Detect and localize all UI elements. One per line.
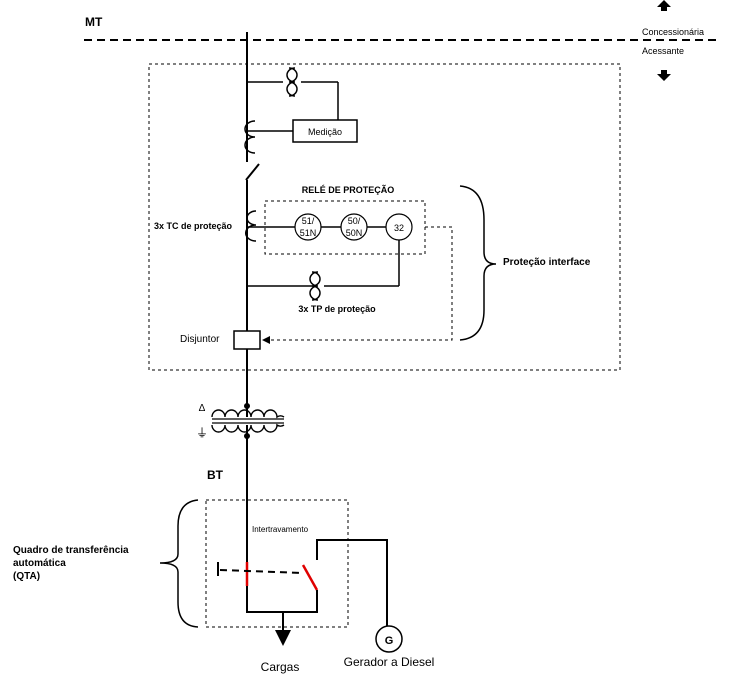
protecao-interface-label: Proteção interface	[503, 257, 591, 268]
concessionaria-label: Concessionária	[642, 27, 704, 37]
tc-label: 3x TC de proteção	[154, 221, 233, 231]
rele-title: RELÉ DE PROTEÇÃO	[302, 185, 395, 195]
gerador-label: Gerador a Diesel	[344, 655, 435, 669]
relay-51	[294, 213, 322, 241]
disconnect-switch	[245, 163, 260, 181]
tp-medicao-coil-left	[286, 67, 296, 97]
transformer-secondary-winding	[211, 423, 285, 433]
relay-50	[340, 213, 368, 241]
interlock-link	[219, 569, 304, 574]
disjuntor-box	[233, 330, 261, 350]
up-arrow-icon	[657, 0, 671, 11]
relay-32-label: 32	[394, 223, 404, 233]
qta-enclosure	[205, 499, 349, 628]
relay-50-line2: 50N	[346, 228, 363, 238]
trip-signal-line	[262, 226, 453, 344]
acessante-label: Acessante	[642, 46, 684, 56]
star-ground-symbol: ⏚	[196, 426, 208, 440]
generator-feed	[316, 539, 388, 626]
protecao-interface-brace	[459, 185, 497, 341]
qta-label-line3: (QTA)	[13, 571, 40, 582]
tp-protecao-coil-left	[309, 271, 319, 301]
delta-symbol: Δ	[199, 403, 206, 414]
intertravamento-label: Intertravamento	[252, 525, 309, 534]
qta-brace	[159, 499, 199, 628]
disjuntor-label: Disjuntor	[180, 334, 220, 345]
relay-50-line1: 50/	[348, 216, 361, 226]
relay-51-line2: 51N	[300, 228, 317, 238]
tp-label: 3x TP de proteção	[298, 304, 376, 314]
tp-protecao-coil-right	[311, 271, 321, 301]
transformer-primary-winding	[211, 409, 285, 419]
tp-medicao-coil-right	[288, 67, 298, 97]
protection-enclosure	[148, 63, 621, 371]
generator-symbol: G	[385, 635, 394, 647]
tc-protecao-coil	[245, 210, 257, 242]
tc-medicao-coil	[244, 120, 256, 154]
cargas-label: Cargas	[261, 660, 300, 674]
mt-label: MT	[85, 15, 103, 29]
relay-51-line1: 51/	[302, 216, 315, 226]
switch-gerador	[301, 564, 319, 591]
qta-label-line1: Quadro de transferência	[13, 545, 129, 556]
bt-label: BT	[207, 468, 224, 482]
qta-label-line2: automática	[13, 558, 66, 569]
medicao-label: Medição	[308, 127, 342, 137]
qta-output-bus	[246, 590, 318, 613]
generator-icon	[375, 625, 403, 653]
down-arrow-icon	[657, 70, 671, 81]
medicao-box	[292, 119, 358, 143]
